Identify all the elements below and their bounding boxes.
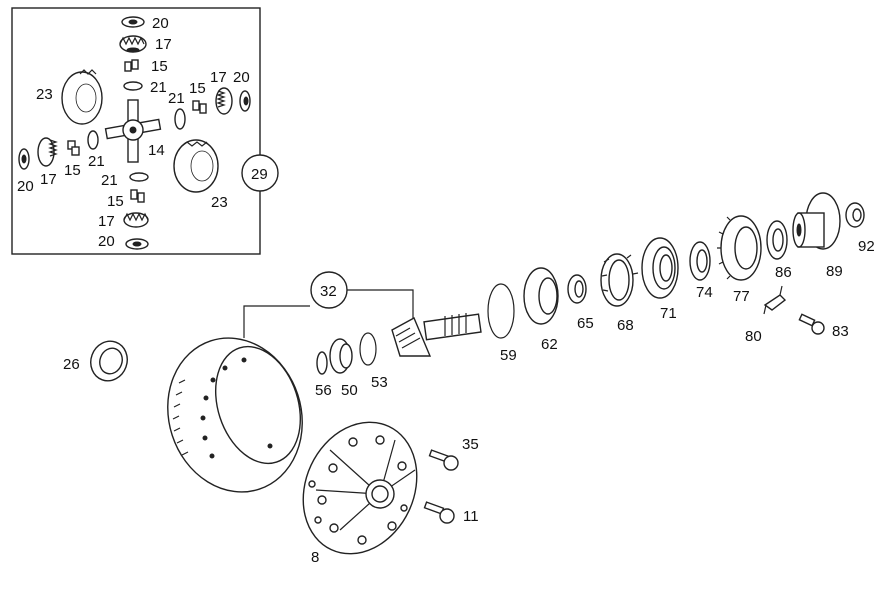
part-20-washer-bottom[interactable]: [125, 238, 149, 250]
label-92: 92: [858, 238, 875, 255]
part-83-bolt[interactable]: [798, 313, 825, 335]
label-17-bottom: 17: [98, 213, 115, 230]
label-21-bottom: 21: [101, 172, 118, 189]
part-74-seal[interactable]: [689, 241, 711, 281]
label-21-top: 21: [150, 79, 167, 96]
label-14: 14: [148, 142, 165, 159]
label-77: 77: [733, 288, 750, 305]
part-20-washer-top[interactable]: [121, 16, 145, 28]
label-20-bottom: 20: [98, 233, 115, 250]
label-21-left: 21: [88, 153, 105, 170]
label-26: 26: [63, 356, 80, 373]
part-17-bevel-gear-right[interactable]: [215, 87, 233, 115]
label-11: 11: [463, 508, 479, 525]
part-21-thrust-washer-bottom[interactable]: [129, 172, 149, 182]
label-23-left: 23: [36, 86, 53, 103]
label-15-right: 15: [189, 80, 206, 97]
label-20-left: 20: [17, 178, 34, 195]
part-21-thrust-washer-left[interactable]: [87, 130, 99, 150]
part-89-drive-flange[interactable]: [792, 192, 841, 250]
label-80: 80: [745, 328, 762, 345]
callout-29[interactable]: 29: [241, 154, 279, 192]
label-35: 35: [462, 436, 479, 453]
label-15-bottom: 15: [107, 193, 124, 210]
label-15-left: 15: [64, 162, 81, 179]
label-32: 32: [320, 283, 337, 300]
part-68-tab-ring[interactable]: [600, 253, 639, 307]
part-50-bearing[interactable]: [329, 338, 353, 374]
label-89: 89: [826, 263, 843, 280]
part-14-spider-cross[interactable]: [104, 99, 162, 163]
label-17-top: 17: [155, 36, 172, 53]
part-53-ring[interactable]: [359, 332, 377, 366]
part-92-nut[interactable]: [845, 202, 865, 228]
part-71-bearing[interactable]: [641, 237, 679, 299]
label-17-right: 17: [210, 69, 227, 86]
part-20-washer-right[interactable]: [239, 90, 251, 112]
label-74: 74: [696, 284, 713, 301]
label-86: 86: [775, 264, 792, 281]
label-62: 62: [541, 336, 558, 353]
part-17-bevel-gear-bottom[interactable]: [123, 212, 149, 228]
label-15-top: 15: [151, 58, 168, 75]
part-15-blocks-right[interactable]: [192, 100, 207, 114]
label-17-left: 17: [40, 171, 57, 188]
ring-gear[interactable]: [148, 320, 322, 509]
part-59-shim[interactable]: [487, 283, 515, 339]
label-53: 53: [371, 374, 388, 391]
label-23-right: 23: [211, 194, 228, 211]
part-62-bearing[interactable]: [523, 267, 559, 325]
part-15-blocks-left[interactable]: [67, 140, 80, 156]
part-80-bracket[interactable]: [763, 285, 787, 315]
part-65-washer[interactable]: [567, 274, 587, 304]
part-56-circlip[interactable]: [316, 351, 328, 375]
part-23-side-gear-right[interactable]: [173, 139, 219, 193]
label-68: 68: [617, 317, 634, 334]
part-17-bevel-gear-left[interactable]: [37, 137, 58, 167]
label-50: 50: [341, 382, 358, 399]
part-15-blocks-top[interactable]: [124, 59, 139, 72]
label-71: 71: [660, 305, 677, 322]
part-8-differential-carrier[interactable]: [282, 404, 437, 573]
label-59: 59: [500, 347, 517, 364]
part-21-thrust-washer-right[interactable]: [174, 108, 186, 130]
label-29: 29: [251, 166, 268, 183]
callout-32[interactable]: 32: [243, 271, 414, 338]
label-20-top: 20: [152, 15, 169, 32]
part-15-blocks-bottom[interactable]: [130, 189, 145, 203]
label-8: 8: [311, 549, 319, 566]
part-35-bolt[interactable]: [428, 449, 459, 471]
label-20-right: 20: [233, 69, 250, 86]
label-83: 83: [832, 323, 849, 340]
part-23-side-gear-left[interactable]: [61, 69, 103, 125]
part-26-seal-ring[interactable]: [85, 336, 133, 386]
part-17-bevel-gear-top[interactable]: [119, 35, 147, 53]
label-56: 56: [315, 382, 332, 399]
part-11-bolt[interactable]: [423, 501, 455, 524]
part-21-thrust-washer-top[interactable]: [123, 81, 143, 91]
part-77-flange-ring[interactable]: [717, 215, 762, 281]
differential-inset: 20 17 15 21 23 21 15 17 20 14 21 17 15 2…: [11, 7, 261, 255]
part-20-washer-left[interactable]: [18, 148, 30, 170]
label-65: 65: [577, 315, 594, 332]
pinion-shaft[interactable]: [391, 313, 482, 357]
label-21-right: 21: [168, 90, 185, 107]
part-86-seal[interactable]: [766, 220, 788, 260]
